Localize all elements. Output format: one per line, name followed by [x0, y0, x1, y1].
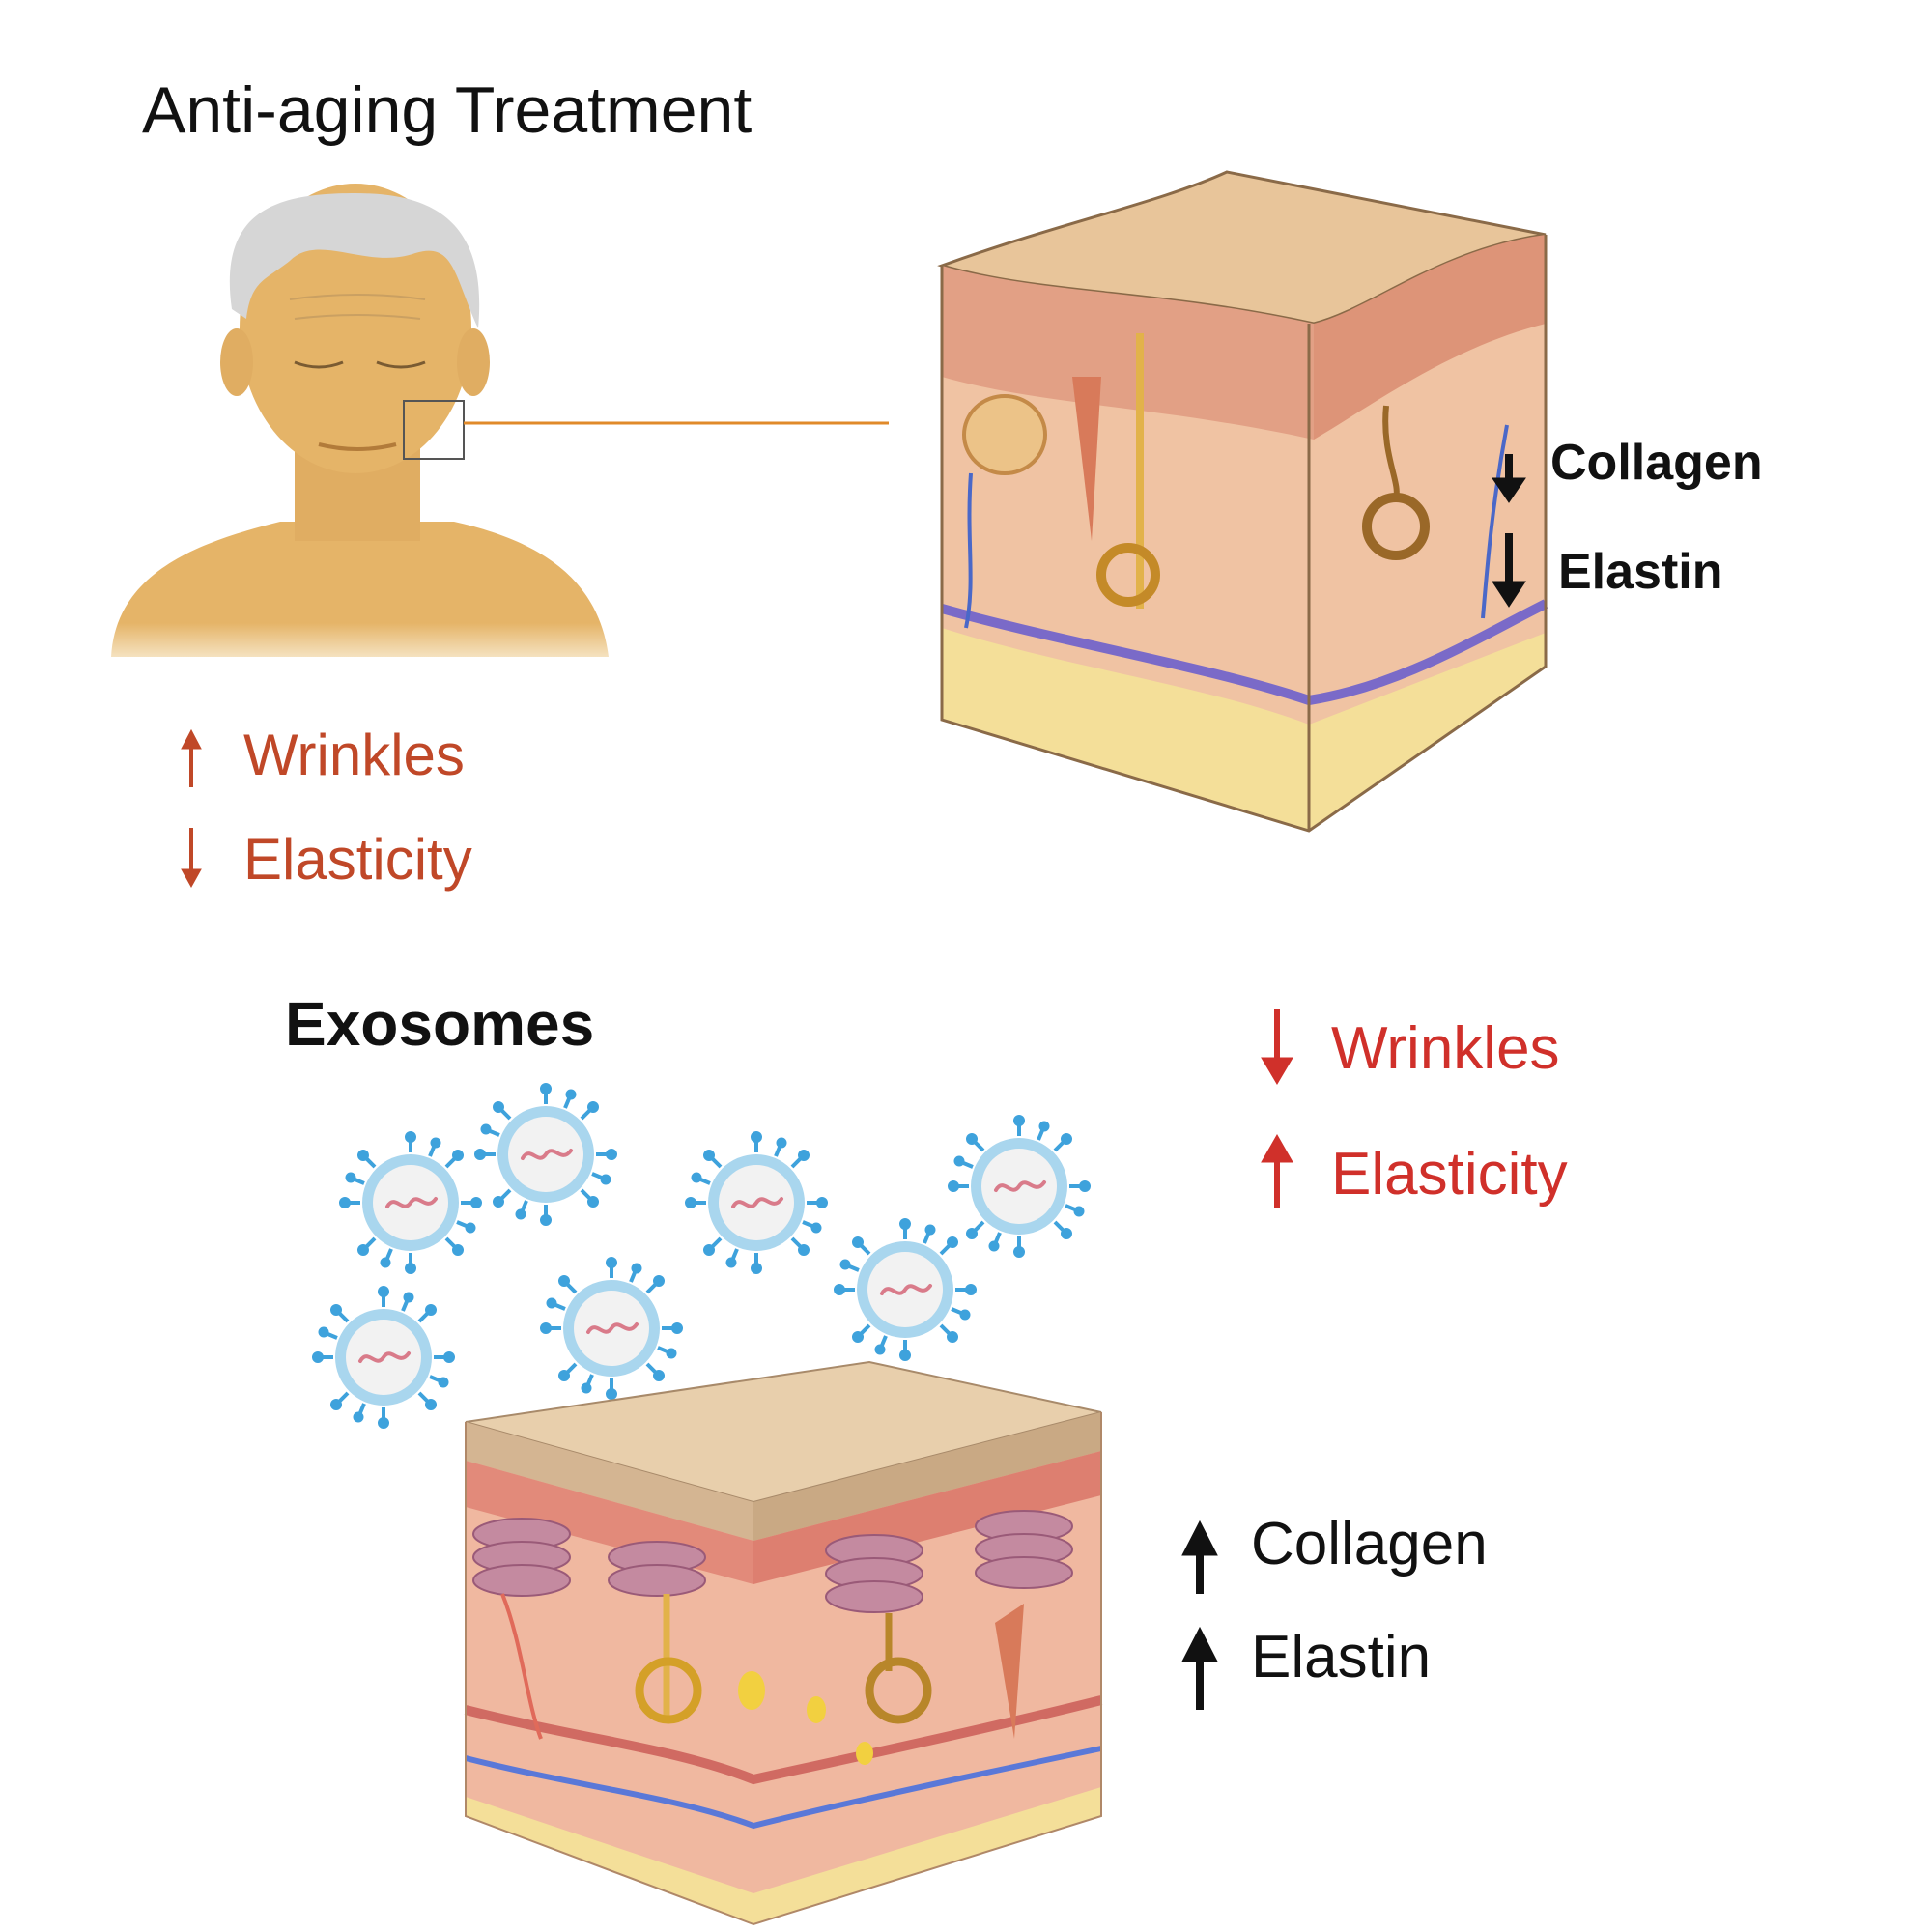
- exosome-icon: [540, 1257, 683, 1400]
- exosome-icon: [474, 1083, 617, 1226]
- arrow-down-icon: [1261, 1009, 1293, 1085]
- elasticity-label: Elasticity: [1331, 1141, 1568, 1208]
- arrow-down-icon: [1492, 454, 1526, 503]
- skin-cross-section-icon: [464, 1360, 1103, 1926]
- wrinkles-label: Wrinkles: [243, 723, 465, 787]
- arrow-down-icon: [1492, 533, 1526, 608]
- collagen-label: Collagen: [1251, 1511, 1488, 1577]
- arrow-up-icon: [1261, 1133, 1293, 1208]
- exosome-icon: [685, 1131, 828, 1274]
- elasticity-label: Elasticity: [243, 827, 472, 892]
- wrinkles-label: Wrinkles: [1331, 1015, 1560, 1082]
- exosome-icon: [312, 1286, 455, 1429]
- exosome-icon: [948, 1115, 1091, 1258]
- exosome-icon: [339, 1131, 482, 1274]
- exosomes-title: Exosomes: [285, 989, 595, 1059]
- arrow-down-icon: [181, 828, 202, 889]
- elastin-label: Elastin: [1558, 544, 1723, 600]
- page-title: Anti-aging Treatment: [142, 73, 753, 147]
- arrow-up-icon: [1181, 1626, 1218, 1710]
- skin-cross-section-icon: [937, 170, 1548, 833]
- collagen-label: Collagen: [1550, 435, 1763, 491]
- elastin-label: Elastin: [1251, 1624, 1432, 1690]
- exosome-icon: [834, 1218, 977, 1361]
- aged-face-icon: [111, 184, 609, 657]
- arrow-up-icon: [181, 728, 202, 787]
- arrow-up-icon: [1181, 1520, 1218, 1594]
